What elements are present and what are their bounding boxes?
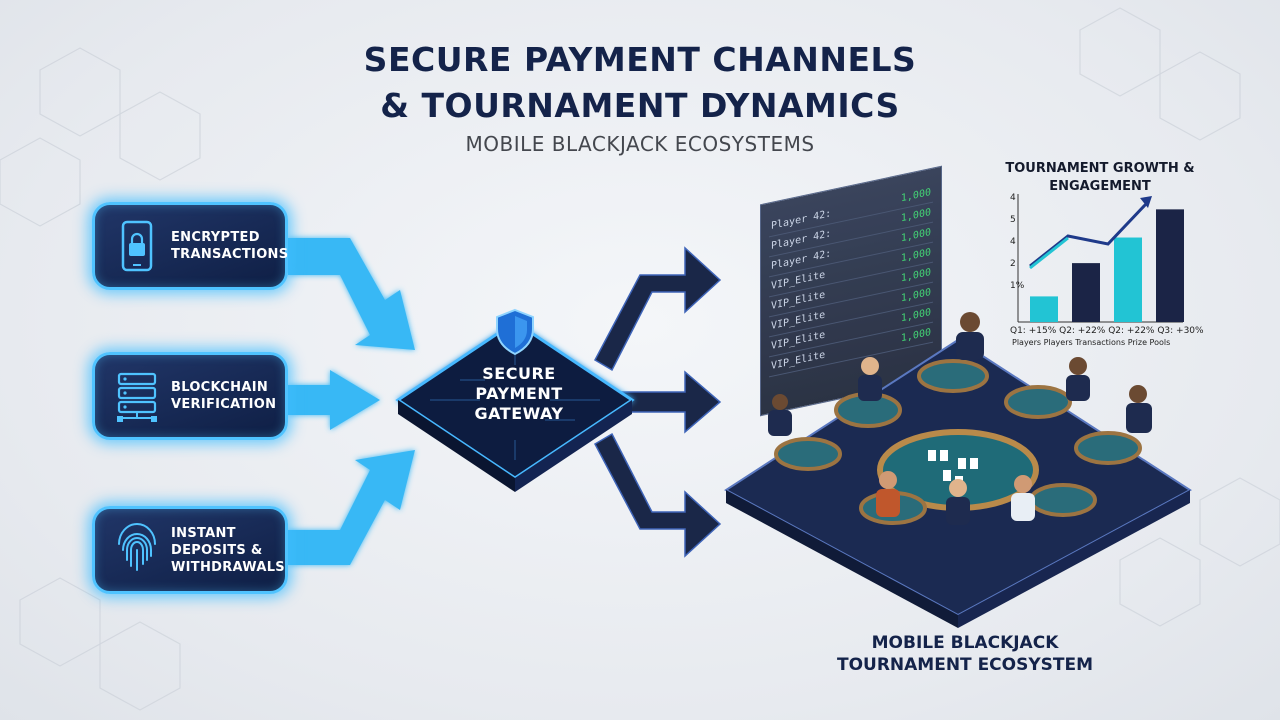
feature-blockchain-verification: BLOCKCHAIN VERIFICATION — [92, 352, 288, 440]
ecosystem-label: MOBILE BLACKJACK TOURNAMENT ECOSYSTEM — [800, 632, 1130, 676]
arrow-in-middle — [288, 370, 380, 430]
chart-y-tick-label: 2 — [1010, 259, 1016, 269]
chart-y-tick-label: 1% — [1010, 281, 1025, 291]
feature-label-line: WITHDRAWALS — [171, 559, 285, 575]
gateway-label-line: PAYMENT — [475, 384, 563, 403]
chart-trend-line — [1029, 202, 1148, 268]
chart-trend-line-accent — [1029, 236, 1069, 270]
chart-y-tick-label: 5 — [1010, 215, 1016, 225]
chart-caption-line1: Q1: +15% Q2: +22% Q2: +22% Q3: +30% — [1010, 326, 1204, 336]
ecosystem-label-line: TOURNAMENT ECOSYSTEM — [836, 655, 1094, 675]
leaderboard-player-value: 1,000 — [900, 306, 931, 325]
dealer-figure — [956, 312, 984, 360]
feature-label-line: ENCRYPTED — [171, 230, 260, 245]
chart-trend-arrowhead — [1140, 196, 1152, 208]
arrow-in-bottom — [288, 450, 415, 565]
page-subtitle: MOBILE BLACKJACK ECOSYSTEMS — [465, 132, 815, 156]
chart-y-tick-label: 4 — [1010, 237, 1016, 247]
fingerprint-icon — [118, 523, 156, 571]
feature-encrypted-transactions: ENCRYPTED TRANSACTIONS — [92, 202, 288, 290]
leaderboard-player-value: 1,000 — [900, 186, 931, 205]
phone-lock-icon — [121, 220, 153, 272]
server-stack-icon — [117, 372, 157, 422]
chart-bar — [1156, 209, 1184, 322]
page-title-line2: & TOURNAMENT DYNAMICS — [380, 86, 900, 125]
leaderboard-player-value: 1,000 — [900, 206, 931, 225]
feature-label-line: INSTANT — [171, 525, 236, 541]
page-title-line1: SECURE PAYMENT CHANNELS — [363, 40, 917, 79]
feature-label-line: BLOCKCHAIN — [171, 380, 269, 395]
feature-label-line: TRANSACTIONS — [171, 247, 289, 262]
gateway-label: SECURE PAYMENT GATEWAY — [458, 364, 580, 424]
feature-label-line: DEPOSITS & — [171, 542, 263, 558]
chart-caption-line2: Players Players Transactions Prize Pools — [1012, 338, 1171, 347]
gateway-label-line: SECURE — [482, 364, 556, 383]
gateway-label-line: GATEWAY — [474, 404, 564, 423]
chart-y-tick-label: 4 — [1010, 193, 1016, 203]
leaderboard-player-value: 1,000 — [900, 226, 931, 245]
leaderboard-player-value: 1,000 — [900, 266, 931, 285]
shield-icon — [496, 308, 534, 356]
chart-bar — [1030, 296, 1058, 322]
leaderboard-player-value: 1,000 — [900, 246, 931, 265]
leaderboard-player-value: 1,000 — [900, 286, 931, 305]
feature-label-line: VERIFICATION — [171, 397, 277, 412]
tournament-platform — [724, 338, 1192, 628]
arrow-out-top — [594, 246, 722, 372]
payment-gateway-platform — [395, 308, 635, 492]
chart-bar — [1072, 263, 1100, 322]
chart-title: TOURNAMENT GROWTH & ENGAGEMENT — [1005, 161, 1195, 194]
chart-bar — [1114, 237, 1142, 322]
arrow-out-bottom — [594, 432, 722, 558]
growth-chart: 4 5 4 2 1% — [1010, 193, 1184, 323]
arrow-in-top — [288, 238, 415, 350]
ecosystem-label-line: MOBILE BLACKJACK — [871, 633, 1059, 653]
